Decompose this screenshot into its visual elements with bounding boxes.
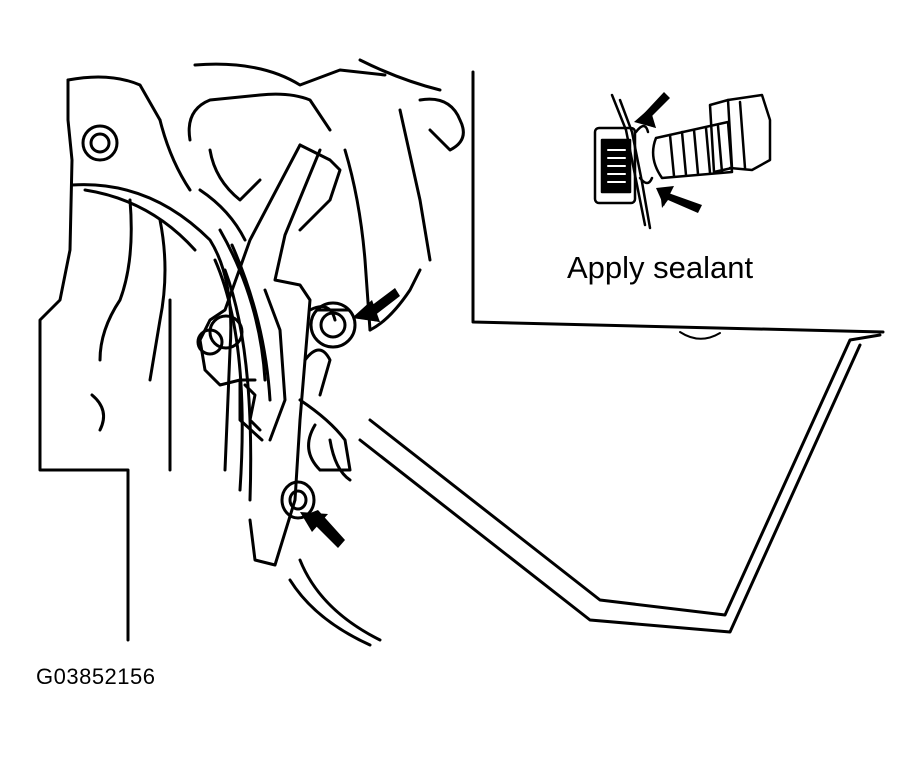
- inset-bolt-detail: [593, 93, 772, 230]
- callout-label: Apply sealant: [566, 250, 754, 285]
- inset-arrow-top: [634, 92, 670, 128]
- arrow-upper-bolt: [352, 288, 400, 322]
- oil-pan: [288, 333, 882, 647]
- upper-bolt: [309, 301, 357, 349]
- lower-bolt: [280, 480, 316, 520]
- figure-id: G03852156: [36, 664, 156, 689]
- arrow-lower-bolt: [300, 510, 345, 548]
- callout-box: [471, 70, 885, 340]
- timing-cover: [187, 58, 465, 502]
- tensioner-bracket: [196, 143, 352, 567]
- inset-arrow-bottom: [656, 186, 702, 213]
